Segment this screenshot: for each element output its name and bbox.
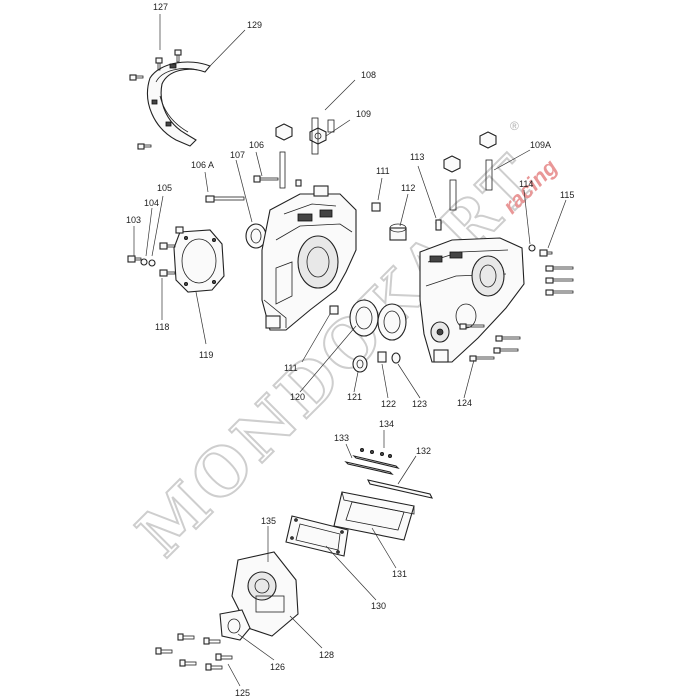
callout-105: 105 xyxy=(157,183,172,193)
chain-guard-129 xyxy=(146,61,211,147)
screw-washer-103-105 xyxy=(127,255,156,267)
callout-112: 112 xyxy=(401,183,415,193)
screws-118 xyxy=(159,226,184,277)
callout-114: 114 xyxy=(519,179,533,189)
callout-120: 120 xyxy=(290,392,305,402)
reed-block-131 xyxy=(333,491,415,541)
callout-labels: 127 129 108 109 106 107 106 A 105 104 10… xyxy=(126,2,574,698)
bolts-127 xyxy=(129,49,182,150)
callout-104: 104 xyxy=(144,198,159,208)
nuts-109A xyxy=(443,131,497,211)
reed-petals-133 xyxy=(344,455,400,475)
needle-bearing-112 xyxy=(389,223,407,241)
callout-109A: 109A xyxy=(530,140,551,150)
callout-103: 103 xyxy=(126,215,141,225)
callout-108: 108 xyxy=(361,70,376,80)
callout-111b: 111 xyxy=(284,363,298,373)
crankcase-left xyxy=(261,185,357,331)
main-bearing-120 xyxy=(349,299,407,341)
intake-manifold-128 xyxy=(231,551,299,637)
leader-lines xyxy=(133,14,567,687)
studs-125 xyxy=(155,633,233,671)
callout-130: 130 xyxy=(371,601,386,611)
stud-109 xyxy=(311,117,335,155)
callout-111: 111 xyxy=(376,166,390,176)
callout-135: 135 xyxy=(261,516,276,526)
callout-123: 123 xyxy=(412,399,427,409)
studs-106 xyxy=(253,151,302,189)
flange-cover-119 xyxy=(173,229,225,293)
callout-127: 127 xyxy=(153,2,168,12)
callout-124: 124 xyxy=(457,398,472,408)
callout-107: 107 xyxy=(230,150,245,160)
callout-128: 128 xyxy=(319,650,334,660)
bolts-124 xyxy=(459,323,521,362)
callout-133: 133 xyxy=(334,433,349,443)
callout-106: 106 xyxy=(249,140,264,150)
callout-132: 132 xyxy=(416,446,431,456)
registered-mark: ® xyxy=(510,119,519,133)
callout-121: 121 xyxy=(347,392,362,402)
callout-106A: 106 A xyxy=(191,160,214,170)
callout-125: 125 xyxy=(235,688,250,698)
dowel-111 xyxy=(371,202,381,212)
callout-119: 119 xyxy=(199,350,213,360)
reed-stop-132 xyxy=(366,479,434,499)
callout-118: 118 xyxy=(155,322,169,332)
pin-113 xyxy=(435,219,442,231)
stud-106A xyxy=(205,195,245,203)
washer-114 xyxy=(528,244,536,252)
plug-122-123 xyxy=(377,351,401,364)
screws-115 xyxy=(539,249,574,296)
gasket-130 xyxy=(285,515,349,557)
callout-129: 129 xyxy=(247,20,262,30)
callout-109: 109 xyxy=(356,109,371,119)
callout-131: 131 xyxy=(392,569,407,579)
seal-121 xyxy=(352,355,368,373)
dowel-111b xyxy=(329,305,339,315)
nut-left-top xyxy=(275,123,293,141)
callout-113: 113 xyxy=(410,152,424,162)
crankcase-right xyxy=(419,237,525,363)
callout-134: 134 xyxy=(379,419,394,429)
screws-134 xyxy=(359,447,392,458)
callout-115: 115 xyxy=(560,190,574,200)
callout-126: 126 xyxy=(270,662,285,672)
manifold-gasket-126 xyxy=(219,609,251,641)
callout-122: 122 xyxy=(381,399,396,409)
